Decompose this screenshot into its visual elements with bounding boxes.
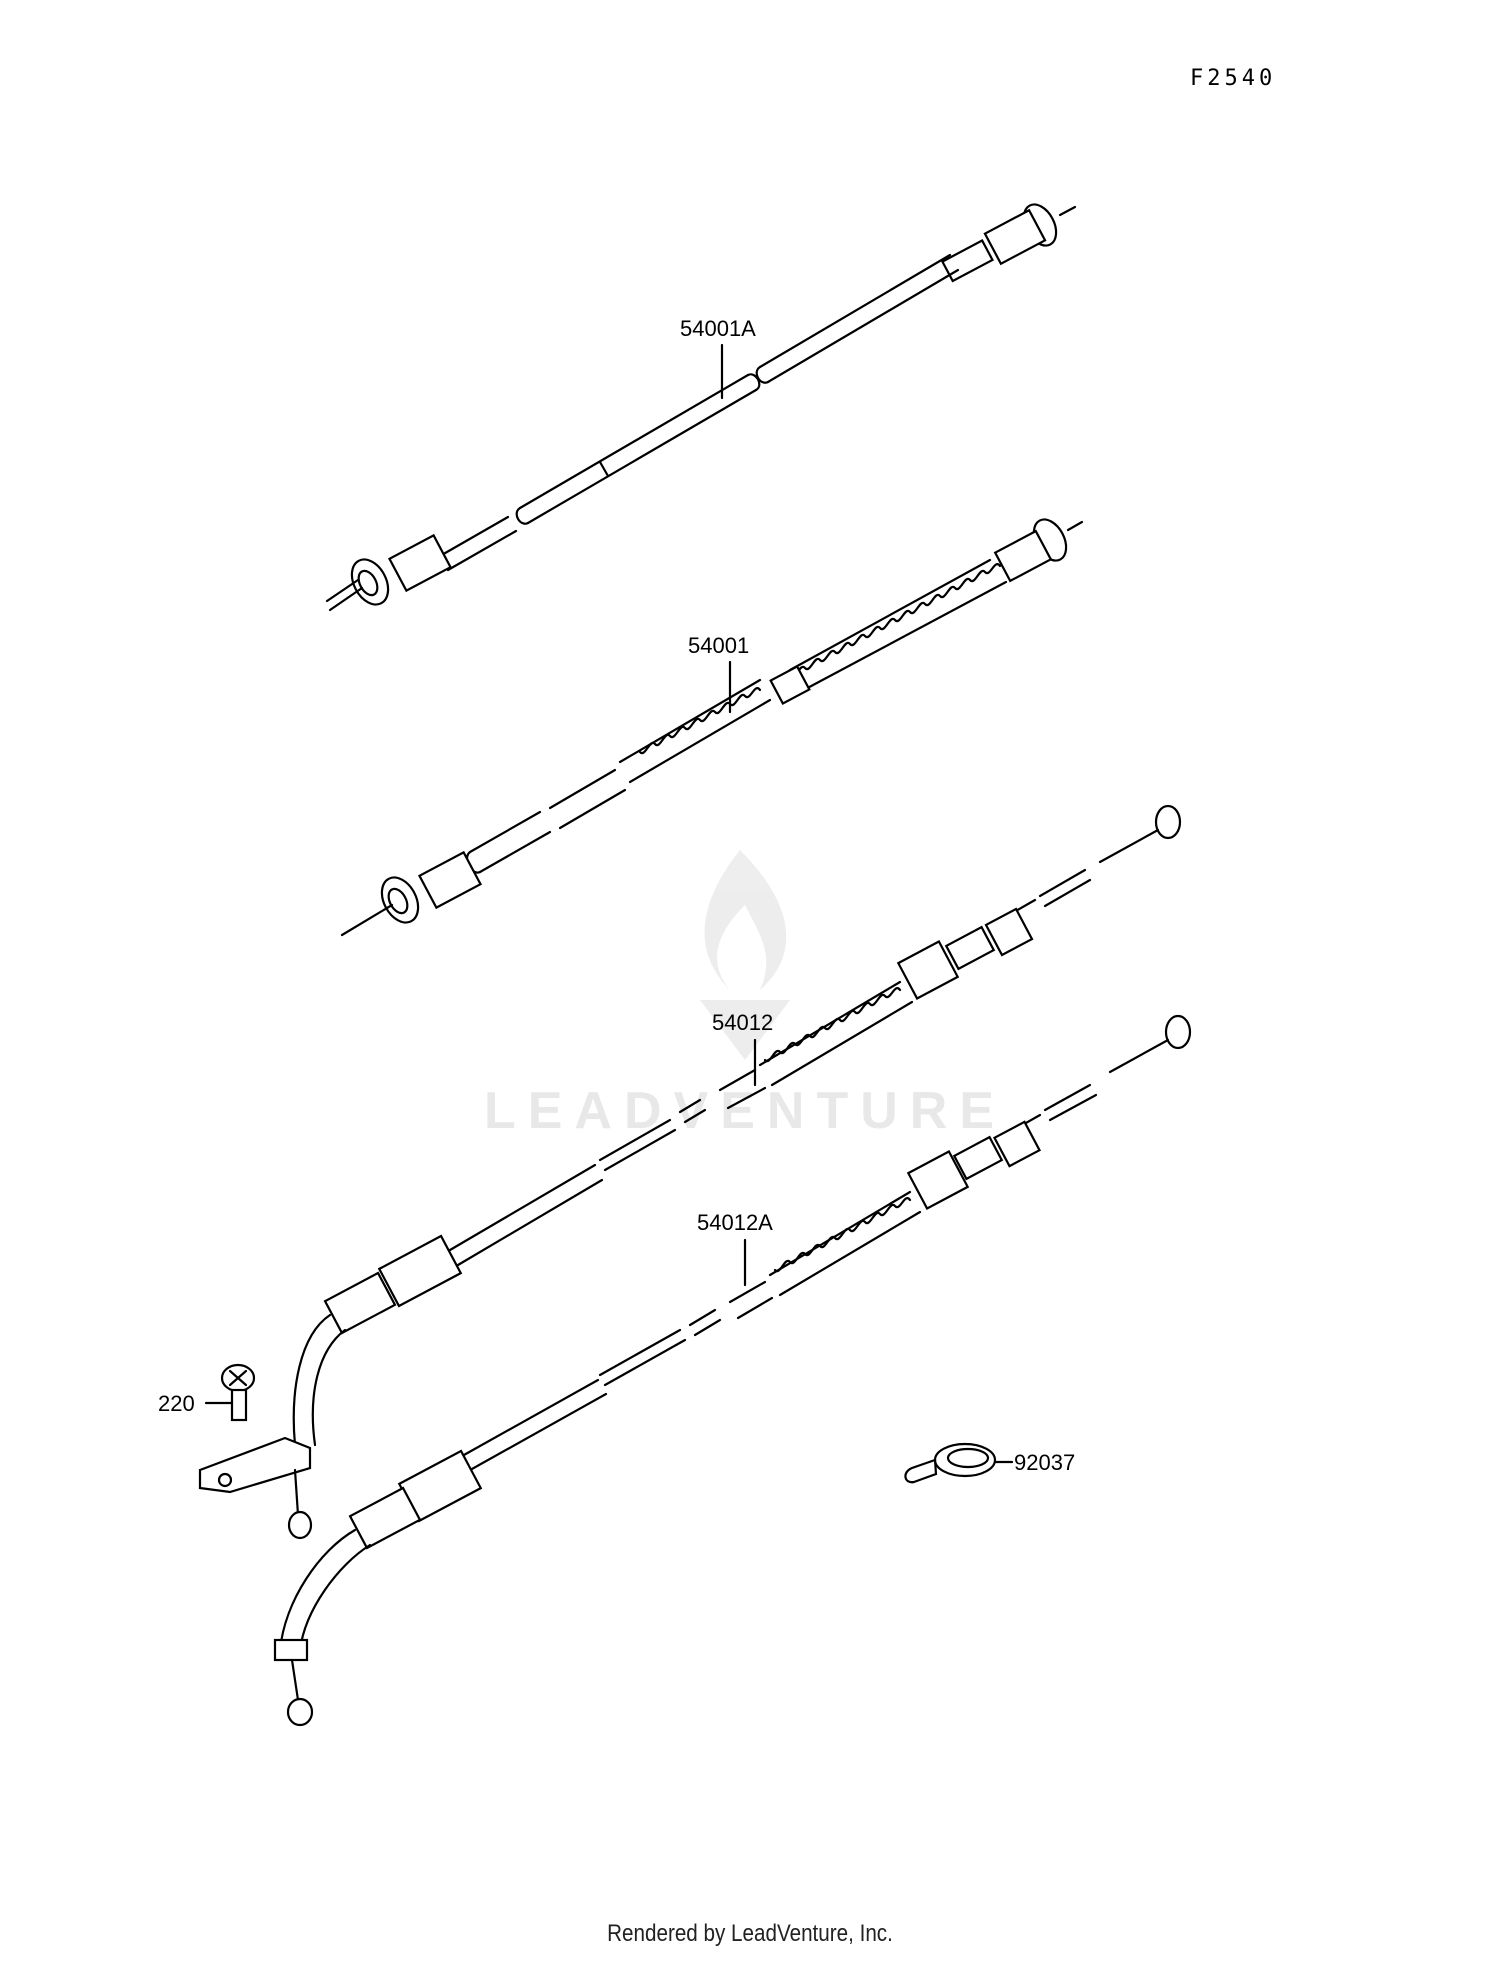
spring-coil-middle xyxy=(618,678,772,784)
label-54012A[interactable]: 54012A xyxy=(697,1210,773,1235)
watermark: LEADVENTURE xyxy=(484,850,1006,1140)
spring-coil-54012 xyxy=(758,980,914,1087)
label-92037[interactable]: 92037 xyxy=(1014,1450,1075,1475)
screw-220[interactable] xyxy=(220,1363,256,1422)
clamp-92037[interactable] xyxy=(904,1442,997,1484)
label-54012[interactable]: 54012 xyxy=(712,1010,773,1035)
cable-54012A[interactable] xyxy=(273,1014,1192,1727)
label-54001[interactable]: 54001 xyxy=(688,633,749,658)
label-220[interactable]: 220 xyxy=(158,1391,195,1416)
figure-code: F2540 xyxy=(1190,66,1276,91)
footer-credit: Rendered by LeadVenture, Inc. xyxy=(607,1920,893,1947)
spring-coil-upper xyxy=(788,558,1008,694)
watermark-text: LEADVENTURE xyxy=(484,1082,1006,1140)
cable-54001[interactable] xyxy=(340,514,1084,937)
spring-coil-54012A xyxy=(768,1190,922,1297)
cable-54012[interactable] xyxy=(198,804,1182,1540)
cable-54001A[interactable] xyxy=(325,199,1077,612)
flame-logo-icon xyxy=(700,850,790,1060)
label-54001A[interactable]: 54001A xyxy=(680,316,756,341)
